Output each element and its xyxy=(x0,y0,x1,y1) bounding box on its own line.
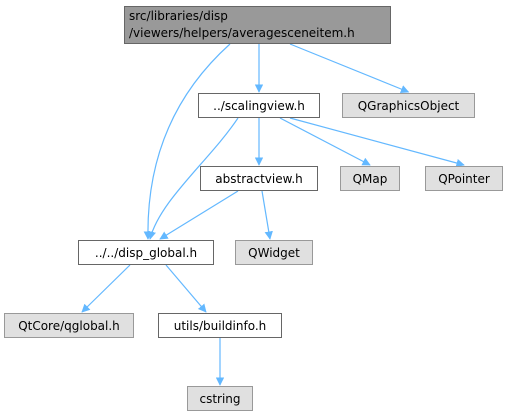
edge-scalingview-to-qpointer xyxy=(289,117,465,168)
node-abstractview-h[interactable]: abstractview.h xyxy=(200,166,318,191)
edge-root-to-dispglobal xyxy=(143,43,231,240)
edge-abstractview-to-qwidget xyxy=(261,190,273,240)
node-root-line1: src/libraries/disp xyxy=(129,9,228,23)
edge-scalingview-to-dispglobal xyxy=(147,117,239,240)
node-cstring[interactable]: cstring xyxy=(187,386,253,411)
node-utils-buildinfo-h[interactable]: utils/buildinfo.h xyxy=(158,313,282,338)
edge-scalingview-to-qmap xyxy=(279,117,371,166)
edge-dispglobal-to-qtcore xyxy=(81,264,131,313)
node-averagesceneitem-h[interactable]: src/libraries/disp /viewers/helpers/aver… xyxy=(124,6,391,44)
edge-root-to-qgraphicsobject xyxy=(289,43,410,94)
node-qgraphicsobject[interactable]: QGraphicsObject xyxy=(342,93,475,118)
node-disp-global-h[interactable]: ../../disp_global.h xyxy=(78,240,214,265)
node-qmap[interactable]: QMap xyxy=(340,166,400,191)
node-qpointer[interactable]: QPointer xyxy=(425,166,503,191)
edge-abstractview-to-dispglobal xyxy=(159,190,239,240)
node-qwidget[interactable]: QWidget xyxy=(235,240,313,265)
node-scalingview-h[interactable]: ../scalingview.h xyxy=(198,93,320,118)
edge-dispglobal-to-buildinfo xyxy=(165,264,207,313)
node-qtcore-qglobal-h[interactable]: QtCore/qglobal.h xyxy=(4,313,134,338)
node-root-line2: /viewers/helpers/averagesceneitem.h xyxy=(129,26,355,40)
